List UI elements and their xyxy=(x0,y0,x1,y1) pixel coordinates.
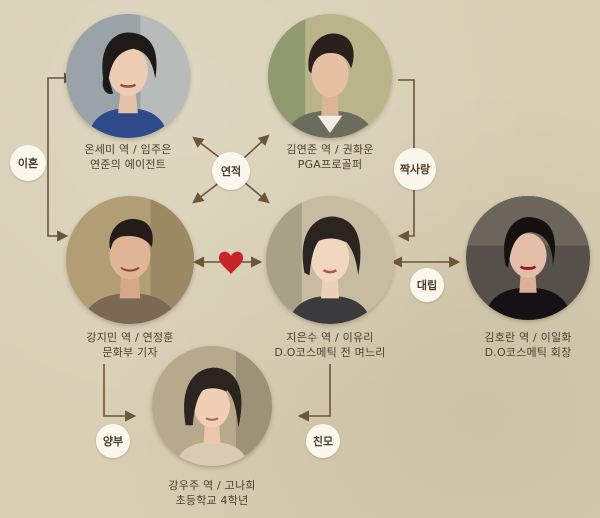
tag-mother: 친모 xyxy=(306,424,340,458)
kimyeonjun-desc: PGA프로골퍼 xyxy=(297,158,363,171)
divorce-line xyxy=(47,72,75,242)
heart-icon xyxy=(218,251,244,274)
jieunsu-name-role: 지은수 역 / 이유리 xyxy=(286,331,374,344)
portrait-onsemi xyxy=(66,14,190,138)
caption-jieunsu: 지은수 역 / 이유리 D.O코스메틱 전 며느리 xyxy=(250,330,410,360)
caption-kangwoo: 강우주 역 / 고나희 초등학교 4학년 xyxy=(142,478,282,508)
kangwoo-name-role: 강우주 역 / 고나희 xyxy=(168,479,256,492)
caption-kimyeonjun: 김연준 역 / 권화운 PGA프로골퍼 xyxy=(260,142,400,172)
portrait-kangwoo xyxy=(152,346,272,466)
rival-arrow-ur xyxy=(243,134,270,159)
kangjimin-desc: 문화부 기자 xyxy=(102,346,158,359)
stepfather-line xyxy=(103,364,137,422)
tag-stepfather: 양부 xyxy=(96,424,130,458)
portrait-kimhoran-image xyxy=(466,196,590,320)
portrait-kimyeonjun-image xyxy=(268,14,392,138)
rival-arrow-ul xyxy=(192,136,221,159)
portrait-onsemi-image xyxy=(66,14,190,138)
jieunsu-desc: D.O코스메틱 전 며느리 xyxy=(274,346,386,359)
portrait-kimyeonjun xyxy=(268,14,392,138)
tag-divorce: 이혼 xyxy=(10,145,46,181)
caption-kangjimin: 강지민 역 / 연정훈 문화부 기자 xyxy=(60,330,200,360)
mother-line xyxy=(297,364,331,422)
caption-onsemi: 온세미 역 / 임주은 연준의 에이전트 xyxy=(58,142,198,172)
kimyeonjun-name-role: 김연준 역 / 권화운 xyxy=(286,143,374,156)
onsemi-desc: 연준의 에이전트 xyxy=(90,158,166,171)
portrait-jieunsu-image xyxy=(266,196,394,324)
tag-rival: 연적 xyxy=(212,152,250,190)
tag-conflict: 대립 xyxy=(410,268,444,302)
rival-arrow-lr xyxy=(243,181,270,204)
rival-arrow-ll xyxy=(192,181,221,204)
caption-kimhoran: 김호란 역 / 이일화 D.O코스메틱 회장 xyxy=(458,330,598,360)
kimhoran-name-role: 김호란 역 / 이일화 xyxy=(484,331,572,344)
tag-crush: 짝사랑 xyxy=(394,148,436,190)
portrait-kangwoo-image xyxy=(152,346,272,466)
portrait-jieunsu xyxy=(266,196,394,324)
portrait-kangjimin-image xyxy=(66,196,194,324)
kangwoo-desc: 초등학교 4학년 xyxy=(175,494,249,507)
kimhoran-desc: D.O코스메틱 회장 xyxy=(484,346,572,359)
kangjimin-name-role: 강지민 역 / 연정훈 xyxy=(86,331,174,344)
portrait-kangjimin xyxy=(66,196,194,324)
portrait-kimhoran xyxy=(466,196,590,320)
onsemi-name-role: 온세미 역 / 임주은 xyxy=(84,143,172,156)
